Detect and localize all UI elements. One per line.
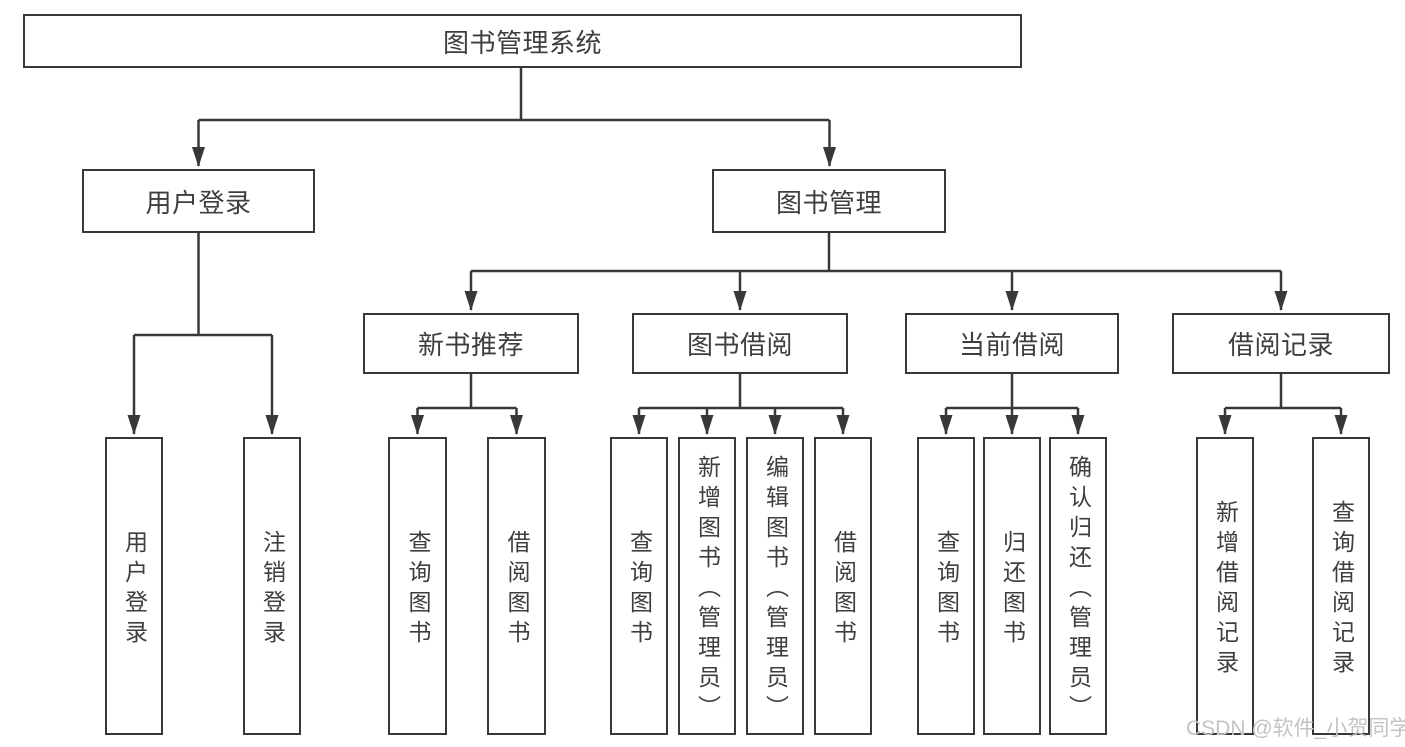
csdn-watermark: CSDN @软件_小贺同学 bbox=[1186, 717, 1405, 740]
leaf-return-book: 归还图书 bbox=[983, 437, 1041, 735]
node-user-login: 用户登录 bbox=[82, 169, 315, 233]
node-new-book-recommend: 新书推荐 bbox=[363, 313, 579, 374]
leaf-query-borrow-record: 查询借阅记录 bbox=[1312, 437, 1370, 735]
leaf-confirm-return-admin: 确认归还（管理员） bbox=[1049, 437, 1107, 735]
node-current-borrow: 当前借阅 bbox=[905, 313, 1119, 374]
leaf-query-book-borrow: 查询图书 bbox=[610, 437, 668, 735]
leaf-borrow-book-recommend: 借阅图书 bbox=[487, 437, 546, 735]
node-library-management-system: 图书管理系统 bbox=[23, 14, 1022, 68]
node-book-borrow: 图书借阅 bbox=[632, 313, 848, 374]
node-borrow-record: 借阅记录 bbox=[1172, 313, 1390, 374]
leaf-user-login: 用户登录 bbox=[105, 437, 163, 735]
leaf-query-book-recommend: 查询图书 bbox=[388, 437, 447, 735]
leaf-logout: 注销登录 bbox=[243, 437, 301, 735]
leaf-add-borrow-record: 新增借阅记录 bbox=[1196, 437, 1254, 735]
leaf-borrow-book: 借阅图书 bbox=[814, 437, 872, 735]
node-book-management: 图书管理 bbox=[712, 169, 946, 233]
leaf-add-book-admin: 新增图书（管理员） bbox=[678, 437, 736, 735]
leaf-query-book-current: 查询图书 bbox=[917, 437, 975, 735]
leaf-edit-book-admin: 编辑图书（管理员） bbox=[746, 437, 804, 735]
